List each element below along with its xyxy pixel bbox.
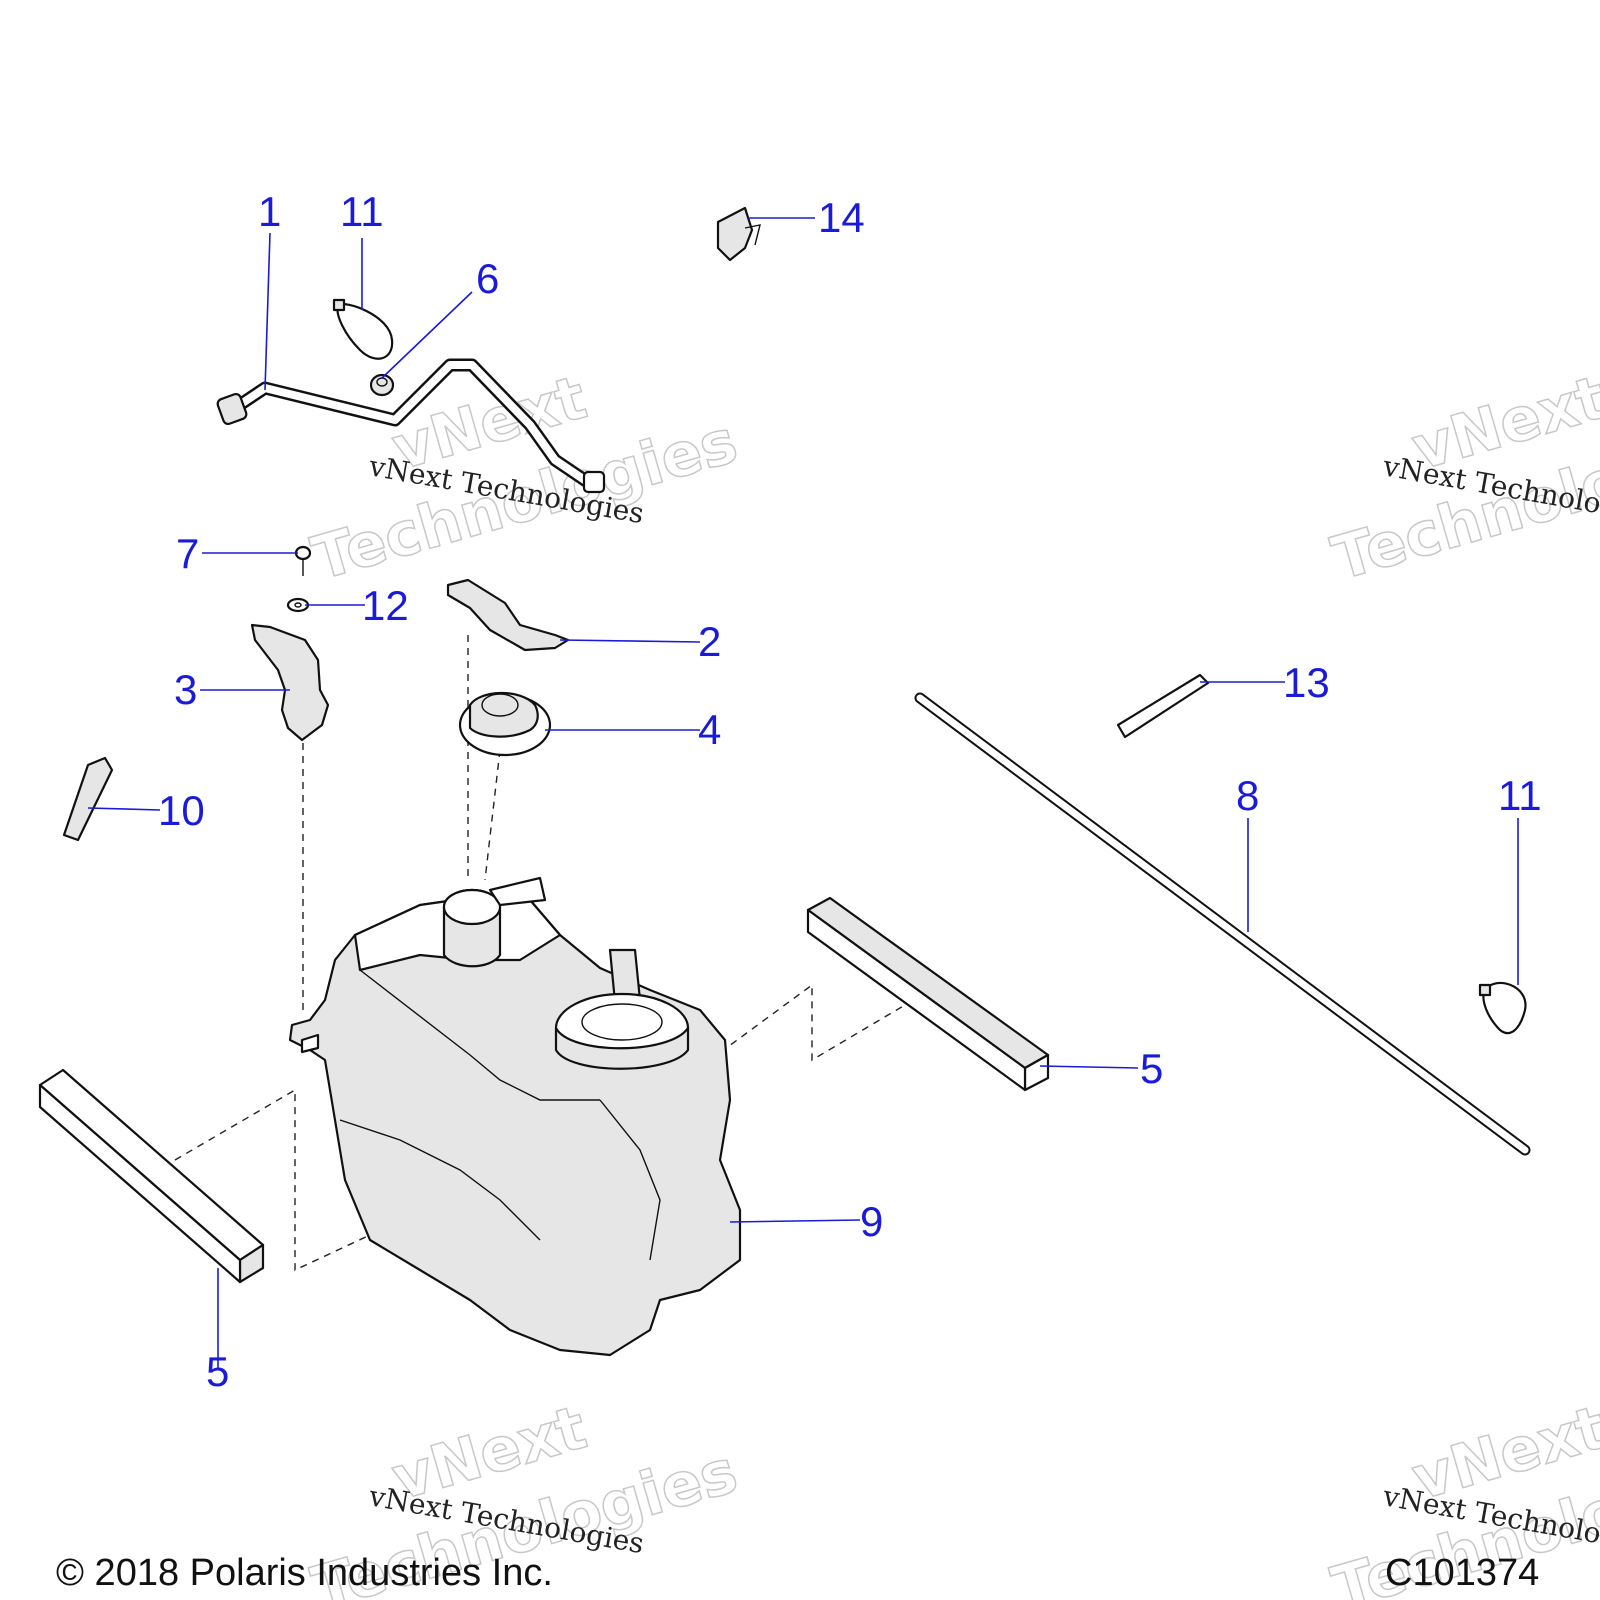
callout-5-right: 5 [1140, 1045, 1163, 1092]
foam-pad-small-part [62, 756, 114, 842]
callout-14: 14 [818, 194, 865, 241]
hose-clamp-right-part [1478, 981, 1527, 1035]
foam-block-right-part [806, 896, 1050, 1092]
callouts: 1 11 6 14 7 12 2 3 4 10 13 8 11 5 5 9 [158, 188, 1542, 1395]
watermark-top-left: vNext Technologies vNext Technologies [304, 362, 745, 595]
callout-6: 6 [476, 255, 499, 302]
watermark-top-right: vNext Technologies vNext Technologies [1324, 362, 1600, 595]
clip-part [716, 206, 761, 262]
callout-11-top: 11 [340, 188, 384, 235]
callout-5-left: 5 [206, 1348, 229, 1395]
screw-part [294, 545, 312, 576]
callout-12: 12 [362, 582, 409, 629]
fuel-cap-part [458, 691, 552, 757]
rod-part [914, 692, 1531, 1156]
vent-hose-part [216, 358, 606, 494]
assembly-lines [174, 635, 906, 1272]
callout-9: 9 [860, 1198, 883, 1245]
callout-10: 10 [158, 787, 205, 834]
callout-4: 4 [698, 706, 721, 753]
callout-7: 7 [176, 530, 199, 577]
rubber-strip-part [1116, 673, 1210, 739]
figure-id: C101374 [1385, 1552, 1540, 1594]
foam-block-left-part [38, 1068, 265, 1284]
callout-2: 2 [698, 618, 721, 665]
hose-clamp-top-part [332, 298, 394, 360]
fuel-tank-part [288, 876, 742, 1357]
bracket-left-part [250, 623, 330, 742]
callout-11-right: 11 [1498, 772, 1542, 819]
callout-3: 3 [174, 666, 197, 713]
leader-lines [87, 217, 1519, 1370]
bracket-right-part [446, 578, 570, 652]
callout-8: 8 [1236, 772, 1259, 819]
callout-1: 1 [258, 188, 281, 235]
copyright-text: © 2018 Polaris Industries Inc. [56, 1552, 553, 1594]
callout-13: 13 [1283, 659, 1330, 706]
